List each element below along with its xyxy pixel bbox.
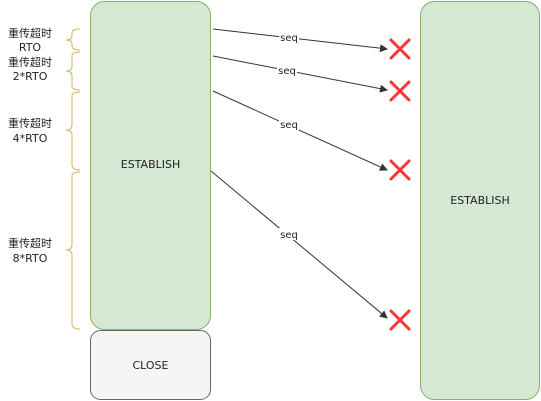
seq-label-2: seq <box>278 66 296 77</box>
seq-label-3: seq <box>280 120 298 131</box>
timeout-label-2-line2: 2*RTO <box>13 70 48 83</box>
seq-message-4: seq <box>210 170 388 319</box>
timeout-brace-1: 重传超时 RTO <box>8 26 81 54</box>
timeout-label-1-line1: 重传超时 <box>8 26 52 40</box>
seq-label-1: seq <box>280 33 298 44</box>
timeout-brace-2: 重传超时 2*RTO <box>8 51 81 91</box>
x-mark-icon <box>389 309 411 331</box>
timeout-label-4-line1: 重传超时 <box>8 236 52 250</box>
close-state-box: CLOSE <box>90 330 211 400</box>
x-mark-icon <box>389 38 411 60</box>
seq-label-4: seq <box>280 230 298 241</box>
right-state-label: ESTABLISH <box>450 194 510 207</box>
seq-message-1: seq <box>212 28 388 53</box>
x-mark-icon <box>389 159 411 181</box>
timeout-label-1-line2: RTO <box>19 41 42 54</box>
timeout-label-3-line2: 4*RTO <box>13 132 48 145</box>
x-mark-icon <box>389 80 411 102</box>
timeout-brace-3: 重传超时 4*RTO <box>8 91 81 171</box>
left-process: ESTABLISH <box>90 1 211 330</box>
message-arrows: seq seq seq seq <box>210 28 388 319</box>
timeout-label-4-line2: 8*RTO <box>13 252 48 265</box>
timeout-braces: 重传超时 RTO 重传超时 2*RTO 重传超时 4*RTO 重传超时 8*RT… <box>8 26 81 330</box>
timeout-brace-4: 重传超时 8*RTO <box>8 171 81 330</box>
left-state-label: ESTABLISH <box>121 158 181 171</box>
timeout-label-2-line1: 重传超时 <box>8 55 52 69</box>
seq-message-3: seq <box>212 90 388 171</box>
close-state-label: CLOSE <box>132 359 168 372</box>
timeout-label-3-line1: 重传超时 <box>8 116 52 130</box>
right-process: ESTABLISH <box>420 1 540 400</box>
loss-markers <box>389 38 411 331</box>
seq-message-2: seq <box>212 55 388 93</box>
